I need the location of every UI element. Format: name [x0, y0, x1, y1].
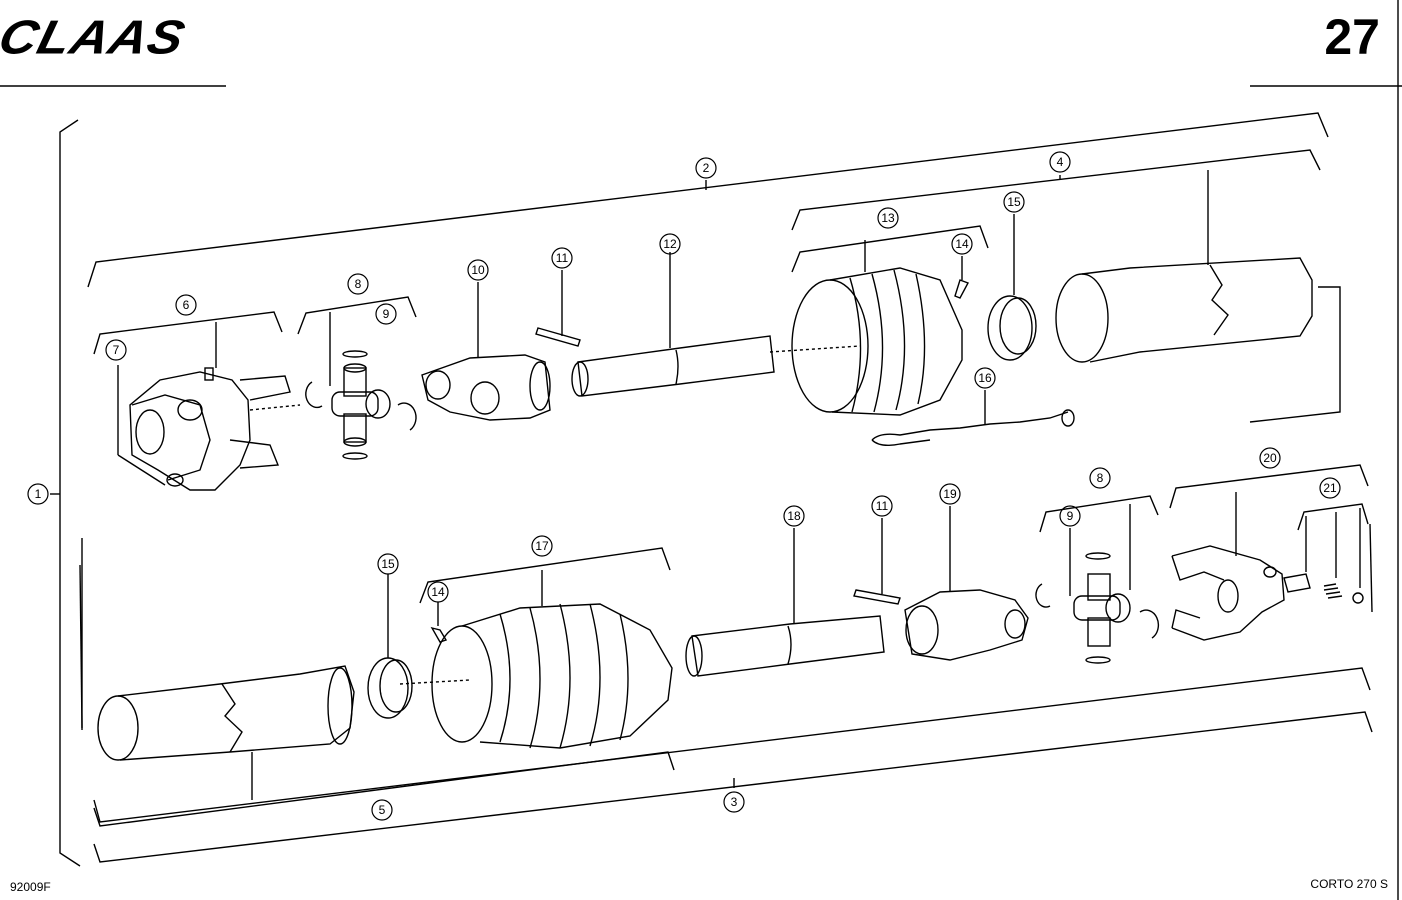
callout-15-top-label: 15	[1007, 195, 1021, 209]
part-11-pin-bottom	[853, 518, 901, 605]
part-8-universal-cross-bottom	[1035, 528, 1160, 664]
callout-11-top-label: 11	[556, 251, 569, 265]
callout-16	[974, 367, 996, 389]
part-10-inner-yoke	[421, 282, 551, 421]
bracket-3	[93, 667, 1371, 823]
bracket-13	[791, 225, 989, 273]
callout-18	[783, 505, 805, 527]
callout-14-top	[951, 233, 973, 255]
part-14-screw-bottom	[430, 602, 448, 643]
callout-8-top-label: 8	[355, 277, 362, 291]
part-15-bearing-ring-bottom	[367, 574, 413, 719]
callout-10	[467, 259, 489, 281]
callout-14-bottom-label: 14	[431, 585, 445, 599]
callout-12	[659, 233, 681, 255]
callout-13-label: 13	[881, 211, 895, 225]
part-14-screw-top	[954, 256, 969, 299]
callout-19-label: 19	[943, 487, 957, 501]
callout-group: 1 2 3 4 5 6 7 8 9 10 11 12 13 14 15 16 1…	[27, 151, 1341, 821]
bracket-8-top	[297, 296, 417, 335]
callout-9-bottom	[1059, 505, 1081, 527]
callout-2-label: 2	[703, 161, 710, 175]
callout-21	[1319, 477, 1341, 499]
callout-7-label: 7	[113, 343, 120, 357]
part-16-safety-chain	[871, 390, 1075, 447]
part-8-universal-cross	[305, 350, 417, 460]
bracket-4	[791, 149, 1321, 231]
bracket-21	[1297, 503, 1369, 531]
callout-6-label: 6	[183, 298, 190, 312]
callout-11-bottom-label: 11	[876, 499, 889, 513]
callout-16-label: 16	[978, 371, 992, 385]
callout-9-top	[375, 303, 397, 325]
callout-7	[105, 339, 127, 361]
callout-9-bottom-label: 9	[1067, 509, 1074, 523]
drawing-code: 92009F	[10, 880, 51, 894]
callout-11-bottom	[871, 495, 893, 517]
callout-21-label: 21	[1323, 481, 1337, 495]
part-4-outer-tube-top	[1055, 257, 1313, 363]
callout-3	[723, 791, 745, 813]
bracket-5	[93, 751, 675, 827]
callout-10-label: 10	[471, 263, 485, 277]
callout-8-bottom-label: 8	[1097, 471, 1104, 485]
bracket-2	[87, 112, 1329, 288]
model-name: CORTO 270 S	[1310, 877, 1388, 891]
callout-1-label: 1	[35, 487, 42, 501]
callout-14-bottom	[427, 581, 449, 603]
callout-14-top-label: 14	[955, 237, 969, 251]
callout-2	[695, 157, 717, 179]
callout-15-bottom-label: 15	[381, 557, 395, 571]
callout-8-bottom	[1089, 467, 1111, 489]
callout-15-bottom	[377, 553, 399, 575]
callout-4	[1049, 151, 1071, 173]
part-12-inner-tube	[571, 252, 775, 397]
callout-3-label: 3	[731, 795, 738, 809]
callout-13	[877, 207, 899, 229]
part-7-yoke-clamp	[117, 365, 291, 491]
part-15-bearing-ring-top	[987, 214, 1037, 361]
callout-18-label: 18	[787, 509, 801, 523]
callout-9-top-label: 9	[383, 307, 390, 321]
part-20-outer-yoke	[1171, 545, 1285, 641]
bracket-17	[419, 547, 671, 604]
callout-4-label: 4	[1057, 155, 1064, 169]
callout-19	[939, 483, 961, 505]
bracket-8-bottom	[1039, 495, 1159, 533]
part-17-guard-cone-bottom	[431, 603, 673, 749]
part-13-guard-cone	[791, 267, 963, 416]
callout-6	[175, 294, 197, 316]
part-21-bolt-spring-ball	[1283, 573, 1364, 604]
part-11-pin-top	[535, 270, 581, 347]
bracket-20	[1169, 464, 1369, 509]
callout-11-top	[551, 247, 573, 269]
part-18-inner-tube-bottom	[685, 528, 885, 677]
callout-5	[371, 799, 393, 821]
callout-8-top	[347, 273, 369, 295]
callout-1	[27, 483, 49, 505]
page-number: 27	[1324, 9, 1380, 65]
callout-12-label: 12	[663, 237, 677, 251]
callout-5-label: 5	[379, 803, 386, 817]
callout-20	[1259, 447, 1281, 469]
part-19-inner-yoke-bottom	[904, 506, 1029, 661]
callout-20-label: 20	[1263, 451, 1277, 465]
callout-17	[531, 535, 553, 557]
bracket-6	[93, 311, 283, 355]
callout-15-top	[1003, 191, 1025, 213]
callout-17-label: 17	[535, 539, 549, 553]
bracket-1	[59, 119, 81, 867]
part-5-outer-tube-bottom	[97, 665, 355, 761]
